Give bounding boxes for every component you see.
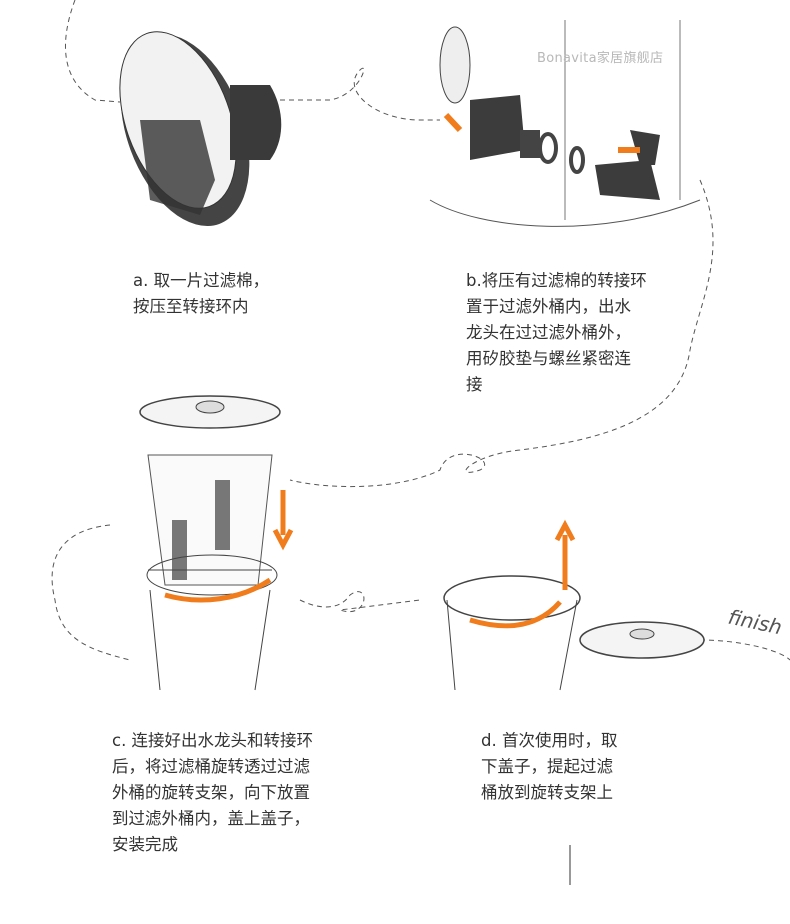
step-c-line: 安装完成 [112,835,178,854]
step-b-line: 用矽胶垫与螺丝紧密连 [466,349,631,368]
faucet-assembly-illustration [429,20,701,227]
filter-adapter-illustration [119,31,282,227]
step-c-line: 到过滤外桶内，盖上盖子， [112,809,310,828]
step-b-line: 接 [466,375,483,394]
step-a-line: 按压至转接环内 [133,297,249,316]
filter-bucket-install-illustration [139,395,294,691]
step-c-line: 后，将过滤桶旋转透过过滤 [112,757,310,776]
step-c-line: c. 连接好出水龙头和转接环 [112,731,314,750]
step-c-line: 外桶的旋转支架，向下放置 [112,783,310,802]
step-d-line: 桶放到旋转支架上 [481,783,613,802]
bucket-with-lid-illustration [443,519,705,885]
step-d-line: d. 首次使用时，取 [481,731,618,750]
step-c-caption: c. 连接好出水龙头和转接环 后，将过滤桶旋转透过过滤 外桶的旋转支架，向下放置… [112,728,313,858]
step-b-caption: b.将压有过滤棉的转接环 置于过滤外桶内，出水 龙头在过过滤外桶外， 用矽胶垫与… [466,268,647,398]
step-b-line: 置于过滤外桶内，出水 [466,297,631,316]
step-a-line: a. 取一片过滤棉， [133,271,270,290]
step-a-caption: a. 取一片过滤棉， 按压至转接环内 [133,268,269,320]
step-d-line: 下盖子，提起过滤 [481,757,613,776]
step-d-caption: d. 首次使用时，取 下盖子，提起过滤 桶放到旋转支架上 [481,728,617,806]
store-watermark: Bonavita家居旗舰店 [537,51,664,66]
step-b-line: b.将压有过滤棉的转接环 [466,271,647,290]
step-b-line: 龙头在过过滤外桶外， [466,323,631,342]
dashed-guide-path [51,0,790,661]
